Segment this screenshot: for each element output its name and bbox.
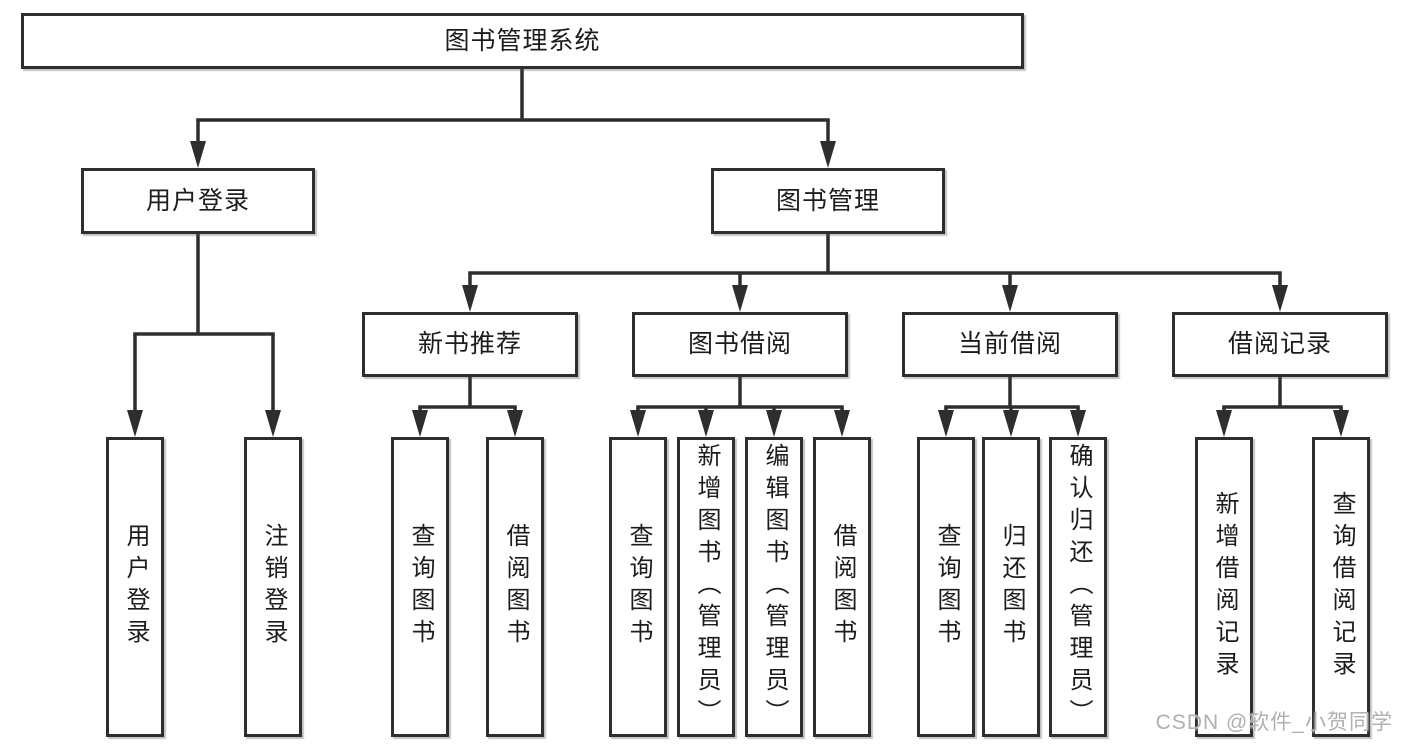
leaf-nbr-borrow-books: 借阅图书	[486, 437, 544, 737]
node-root-library-management-system: 图书管理系统	[21, 13, 1024, 69]
node-label: 借阅图书	[502, 523, 529, 651]
leaf-bb-edit-books-admin: 编辑图书（管理员）	[745, 437, 803, 737]
node-label: 查询图书	[933, 523, 960, 651]
node-label: 图书管理	[775, 186, 880, 215]
watermark: CSDN @软件_小贺同学	[1155, 711, 1393, 734]
leaf-br-query-borrow-record: 查询借阅记录	[1312, 437, 1370, 737]
node-label: 新书推荐	[417, 330, 522, 358]
node-label: 查询图书	[407, 523, 434, 651]
node-book-management: 图书管理	[711, 168, 945, 234]
leaf-cb-query-books: 查询图书	[917, 437, 975, 737]
leaf-bb-borrow-books: 借阅图书	[813, 437, 871, 737]
leaf-br-add-borrow-record: 新增借阅记录	[1195, 437, 1253, 737]
leaf-logout-login: 注销登录	[244, 437, 302, 737]
node-label: 图书管理系统	[444, 26, 601, 55]
node-book-borrowing: 图书借阅	[632, 312, 848, 377]
node-label: 注销登录	[260, 523, 287, 651]
node-label: 用户登录	[122, 523, 149, 651]
leaf-bb-query-books: 查询图书	[609, 437, 667, 737]
node-label: 查询借阅记录	[1328, 491, 1355, 683]
node-borrowing-records: 借阅记录	[1172, 312, 1388, 377]
node-label: 新增图书（管理员）	[693, 443, 720, 731]
leaf-user-login: 用户登录	[106, 437, 164, 737]
leaf-cb-return-books: 归还图书	[982, 437, 1040, 737]
leaf-bb-add-books-admin: 新增图书（管理员）	[677, 437, 735, 737]
node-label: 借阅记录	[1227, 330, 1332, 358]
node-label: 用户登录	[145, 186, 250, 215]
node-label: 编辑图书（管理员）	[761, 443, 788, 731]
leaf-nbr-query-books: 查询图书	[391, 437, 449, 737]
node-label: 借阅图书	[829, 523, 856, 651]
node-label: 确认归还（管理员）	[1065, 443, 1092, 731]
node-label: 归还图书	[998, 523, 1025, 651]
node-label: 当前借阅	[957, 330, 1062, 358]
node-label: 图书借阅	[687, 330, 792, 358]
node-new-book-recommendation: 新书推荐	[362, 312, 578, 377]
leaf-cb-confirm-return-admin: 确认归还（管理员）	[1049, 437, 1107, 737]
node-current-borrowing: 当前借阅	[902, 312, 1118, 377]
node-label: 新增借阅记录	[1211, 491, 1238, 683]
node-user-login: 用户登录	[81, 168, 315, 234]
node-label: 查询图书	[625, 523, 652, 651]
